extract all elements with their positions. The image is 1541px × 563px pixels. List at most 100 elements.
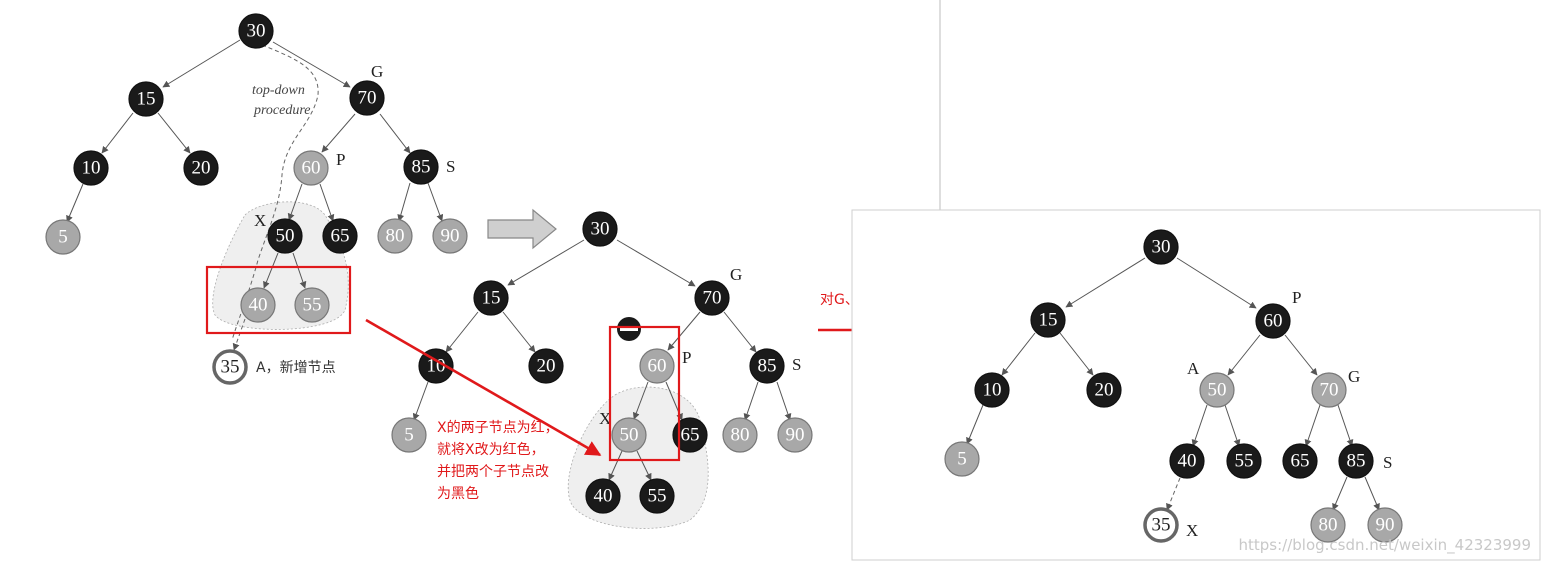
label-p: P — [336, 150, 345, 169]
svg-text:90: 90 — [786, 425, 805, 446]
label-x: X — [599, 409, 611, 428]
node-50: 50 — [611, 417, 647, 453]
svg-text:80: 80 — [386, 226, 405, 247]
svg-text:90: 90 — [441, 226, 460, 247]
transition-arrow — [487, 208, 557, 250]
node-30: 30 — [1143, 229, 1179, 265]
node-50: 50 — [267, 218, 303, 254]
node-10: 10 — [418, 348, 454, 384]
annotation-top-down: top-down — [252, 83, 305, 98]
svg-text:70: 70 — [358, 88, 377, 109]
node-20: 20 — [183, 150, 219, 186]
tree-edges-3 — [966, 257, 1380, 511]
label-s: S — [446, 157, 455, 176]
svg-text:5: 5 — [58, 227, 68, 248]
svg-text:50: 50 — [276, 226, 295, 247]
svg-text:60: 60 — [648, 356, 667, 377]
node-35-new: 35 — [212, 349, 248, 385]
svg-text:50: 50 — [1208, 380, 1227, 401]
node-80: 80 — [377, 218, 413, 254]
svg-text:20: 20 — [537, 356, 556, 377]
svg-text:40: 40 — [249, 295, 268, 316]
node-55: 55 — [639, 478, 675, 514]
node-40: 40 — [585, 478, 621, 514]
svg-text:40: 40 — [594, 486, 613, 507]
svg-text:20: 20 — [192, 158, 211, 179]
node-65: 65 — [1282, 443, 1318, 479]
svg-text:55: 55 — [1235, 451, 1254, 472]
node-80: 80 — [1310, 507, 1346, 543]
diagram-initial: top-down procedure 30 15 70 10 20 60 85 … — [45, 13, 468, 385]
label-s: S — [1383, 453, 1392, 472]
svg-text:20: 20 — [1095, 380, 1114, 401]
label-new-node: A，新增节点 — [256, 360, 336, 376]
node-15: 15 — [128, 81, 164, 117]
svg-text:80: 80 — [731, 425, 750, 446]
node-90: 90 — [1367, 507, 1403, 543]
svg-text:85: 85 — [412, 157, 431, 178]
node-30: 30 — [582, 211, 618, 247]
svg-text:70: 70 — [703, 288, 722, 309]
label-g: G — [1348, 367, 1360, 386]
annotation-procedure: procedure — [253, 103, 311, 118]
node-40: 40 — [240, 287, 276, 323]
svg-text:10: 10 — [427, 356, 446, 377]
node-80: 80 — [722, 417, 758, 453]
label-p: P — [1292, 288, 1301, 307]
node-15: 15 — [473, 280, 509, 316]
node-10: 10 — [974, 372, 1010, 408]
svg-text:30: 30 — [591, 219, 610, 240]
node-60: 60 — [639, 348, 675, 384]
result-panel — [851, 209, 1541, 561]
node-40: 40 — [1169, 443, 1205, 479]
tree-edges — [66, 39, 444, 351]
svg-text:10: 10 — [983, 380, 1002, 401]
node-70: 70 — [694, 280, 730, 316]
label-x: X — [1186, 521, 1198, 540]
recolor-pointer-arrow — [365, 318, 602, 457]
svg-text:50: 50 — [620, 425, 639, 446]
svg-text:60: 60 — [302, 158, 321, 179]
svg-text:并把两个子节点改: 并把两个子节点改 — [437, 464, 549, 480]
node-85: 85 — [403, 149, 439, 185]
node-5: 5 — [944, 441, 980, 477]
svg-text:为黑色: 为黑色 — [437, 485, 479, 502]
node-90: 90 — [432, 218, 468, 254]
top-down-path — [231, 44, 319, 341]
node-60: 60 — [293, 150, 329, 186]
label-x: X — [254, 211, 266, 230]
svg-text:35: 35 — [221, 357, 240, 378]
svg-text:5: 5 — [404, 425, 414, 446]
label-a: A — [1187, 359, 1200, 378]
svg-text:90: 90 — [1376, 515, 1395, 536]
svg-text:15: 15 — [482, 288, 501, 309]
svg-text:15: 15 — [137, 89, 156, 110]
svg-text:X的两子节点为红，: X的两子节点为红， — [437, 420, 559, 436]
svg-text:85: 85 — [1347, 451, 1366, 472]
node-90: 90 — [777, 417, 813, 453]
label-p: P — [682, 348, 691, 367]
node-65: 65 — [672, 417, 708, 453]
label-s: S — [792, 355, 801, 374]
svg-text:30: 30 — [247, 21, 266, 42]
svg-text:就将X改为红色，: 就将X改为红色， — [437, 441, 545, 458]
watermark-text: https://blog.csdn.net/weixin_42323999 — [1238, 536, 1531, 555]
node-15: 15 — [1030, 302, 1066, 338]
node-5: 5 — [45, 219, 81, 255]
obscured-node-marker — [617, 317, 641, 341]
node-70: 70 — [1311, 372, 1347, 408]
svg-text:85: 85 — [758, 356, 777, 377]
svg-text:40: 40 — [1178, 451, 1197, 472]
svg-text:10: 10 — [82, 158, 101, 179]
svg-text:55: 55 — [303, 295, 322, 316]
node-20: 20 — [1086, 372, 1122, 408]
svg-text:15: 15 — [1039, 310, 1058, 331]
highlight-box-children — [205, 265, 352, 335]
label-g: G — [730, 265, 742, 284]
node-70: 70 — [349, 80, 385, 116]
node-85: 85 — [1338, 443, 1374, 479]
node-85: 85 — [749, 348, 785, 384]
svg-text:65: 65 — [1291, 451, 1310, 472]
svg-text:60: 60 — [1264, 311, 1283, 332]
